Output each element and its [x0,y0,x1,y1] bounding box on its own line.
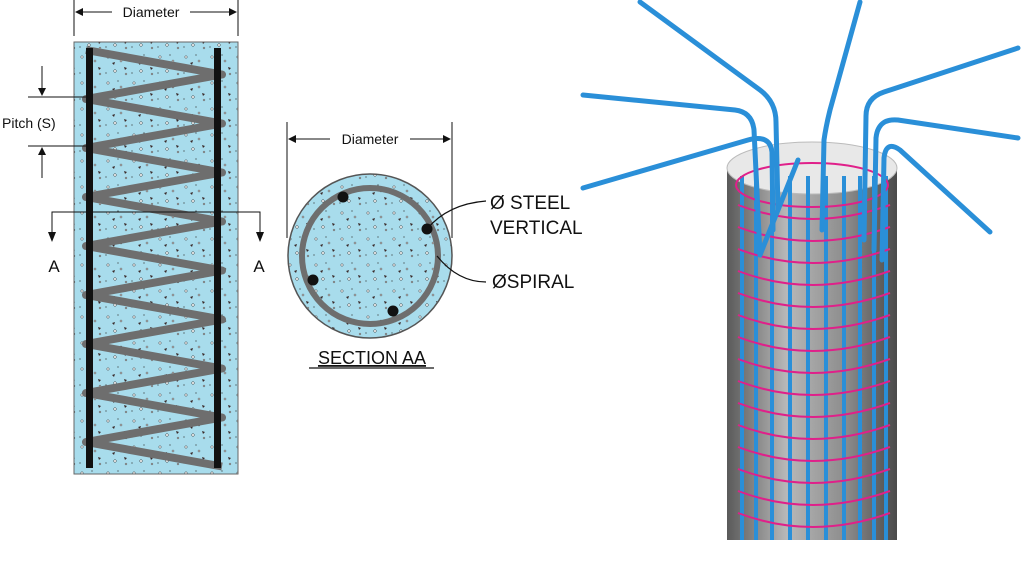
section-title: SECTION AA [318,348,426,368]
section-aa-view: Diameter Ø STEEL VERTICAL ØSPIRAL SECTIO… [286,122,583,369]
spiral-zigzag-path [82,46,226,471]
render-hoop-4 [737,270,891,286]
render-hoop-12 [737,446,891,462]
elevation-diameter-label: Diameter [123,4,180,20]
steel-vertical-label-1: Ø STEEL [490,193,570,214]
render-hoop-6 [737,314,891,330]
column-3d-top [726,141,898,195]
render-3d-view [580,0,1021,540]
render-spiral-hoops [735,162,891,528]
vertical-bar-right [214,48,221,468]
starter-bar-2 [580,136,776,233]
render-hoop-15 [737,512,891,528]
starter-bar-1 [580,92,763,258]
render-hoop-10 [737,402,891,418]
spiral-leader [436,255,487,283]
column-3d-body [727,168,897,540]
starter-bar-6 [871,117,1021,253]
render-starter-bars [580,0,1021,263]
vertical-bar-left [86,48,93,468]
section-cut-line [51,211,261,238]
render-hoop-5 [737,292,891,308]
section-bar-3 [307,274,319,286]
section-arrow-right [256,232,264,242]
render-hoop-3 [737,248,891,264]
spiral-label: ØSPIRAL [492,272,574,293]
starter-bar-7 [879,143,993,263]
section-bar-4 [387,305,399,317]
render-hoop-1 [737,204,891,220]
render-top-hoop [735,162,889,208]
section-arrow-left [48,232,56,242]
section-mark-right: A [253,257,265,276]
section-spiral-ring [299,185,441,327]
spiral-reinforcement [82,46,226,471]
render-hoop-8 [737,358,891,374]
pitch-label: Pitch (S) [2,115,56,131]
section-diameter-label: Diameter [342,131,399,147]
starter-bar-8 [757,157,801,258]
starter-bar-4 [819,0,863,233]
section-bar-1 [337,191,349,203]
render-hoop-9 [737,380,891,396]
render-hoop-14 [737,490,891,506]
render-hoop-13 [737,468,891,484]
starter-bar-3 [637,0,781,213]
steel-leader [426,200,487,230]
steel-vertical-label-2: VERTICAL [490,218,583,239]
section-mark-left: A [48,257,60,276]
render-hoop-7 [737,336,891,352]
elevation-view: Diameter Pitch (S) A A [2,0,265,475]
render-hoop-11 [737,424,891,440]
starter-bar-5 [861,45,1021,243]
section-concrete [287,173,453,339]
